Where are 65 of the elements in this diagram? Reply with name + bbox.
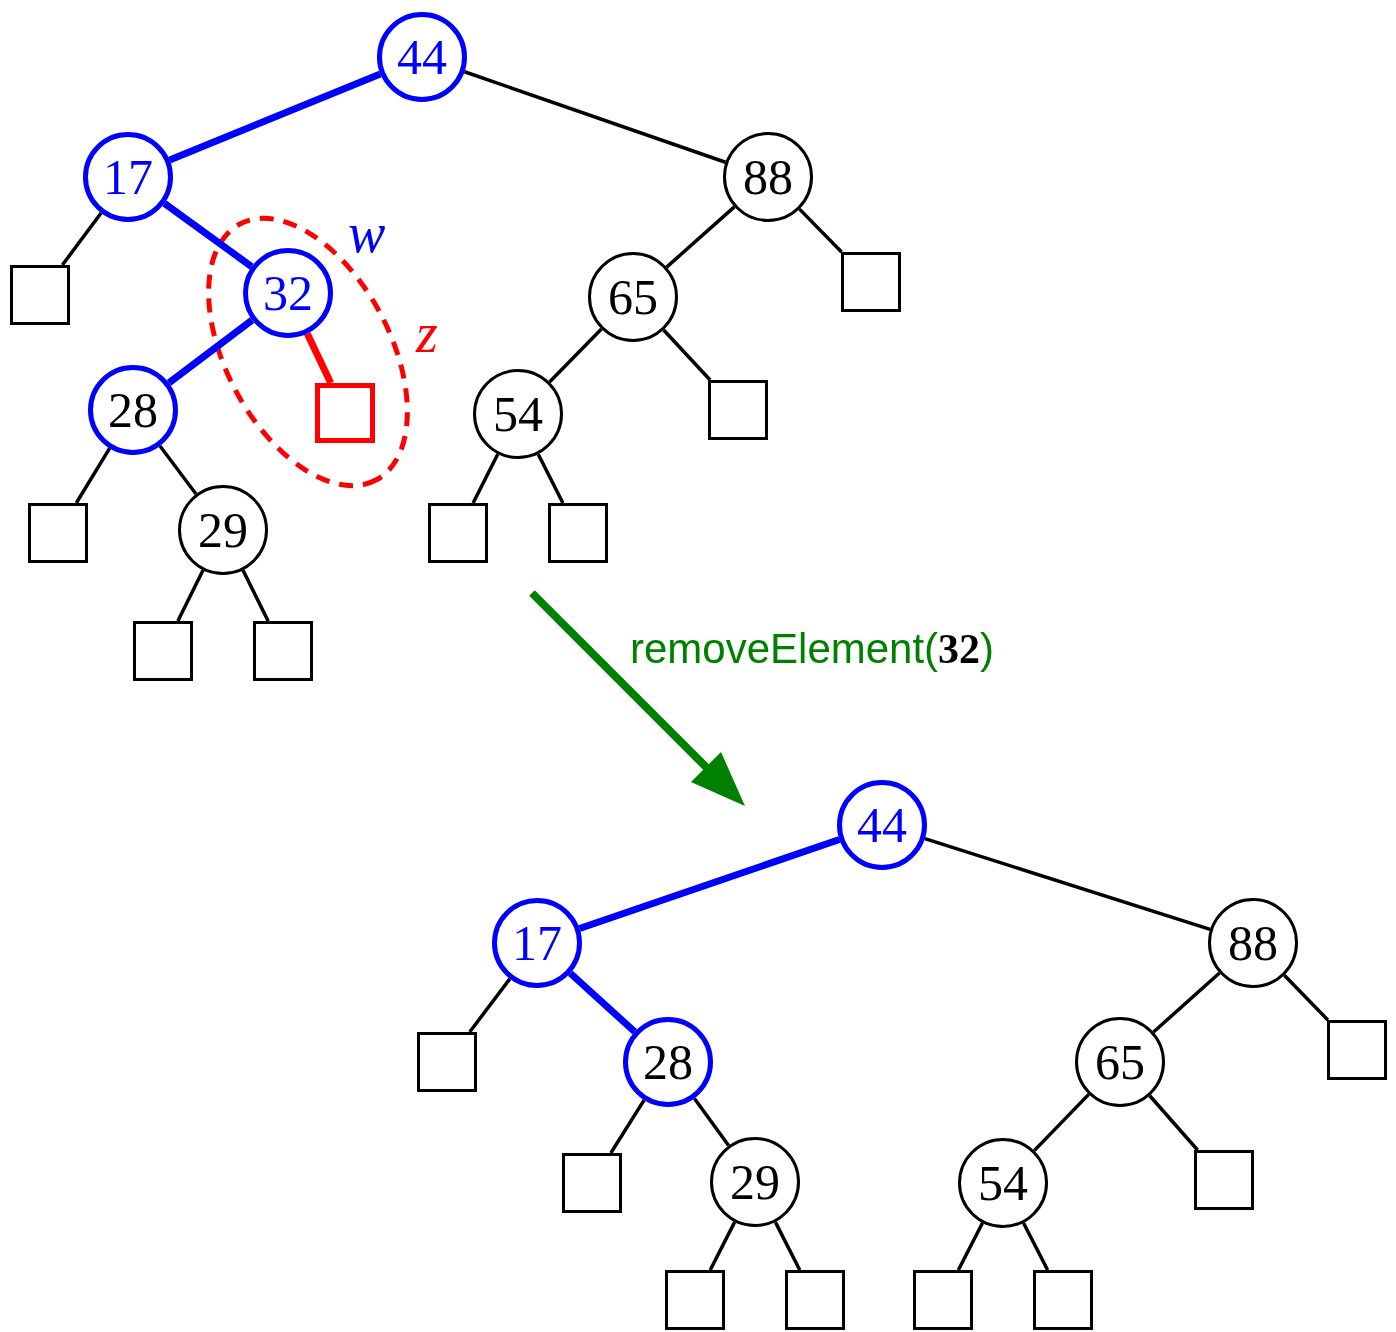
leaf-square xyxy=(315,383,375,443)
tree-edge xyxy=(567,970,638,1035)
tree-edge xyxy=(168,70,382,164)
tree-edge xyxy=(304,332,334,385)
tree-node: 29 xyxy=(178,485,268,575)
tree-edge xyxy=(74,447,112,504)
leaf-square xyxy=(708,380,768,440)
leaf-square xyxy=(1033,1270,1093,1330)
tree-edge xyxy=(468,977,512,1034)
tree-edge xyxy=(1152,971,1221,1034)
tree-node: 17 xyxy=(83,132,173,222)
tree-edge xyxy=(162,200,254,270)
tree-node: 32 xyxy=(243,248,333,338)
leaf-square xyxy=(562,1153,622,1213)
leaf-square xyxy=(1327,1020,1387,1080)
tree-edge xyxy=(609,1099,646,1154)
tree-node: 88 xyxy=(1208,898,1298,988)
tree-edge xyxy=(665,205,736,269)
tree-edge xyxy=(471,453,500,504)
tree-edge xyxy=(924,836,1211,932)
tree-edge xyxy=(1033,1093,1090,1152)
leaf-square xyxy=(841,252,901,312)
tree-edge xyxy=(773,1221,802,1271)
leaf-square xyxy=(1194,1150,1254,1210)
tree-node: 29 xyxy=(710,1137,800,1227)
tree-node: 28 xyxy=(623,1017,713,1107)
leaf-square xyxy=(913,1270,973,1330)
leaf-square xyxy=(253,621,313,681)
tree-node: 65 xyxy=(588,252,678,342)
tree-node: 88 xyxy=(723,132,813,222)
leaf-square xyxy=(548,503,608,563)
tree-edge xyxy=(241,569,270,622)
tree-edge xyxy=(536,453,565,504)
tree-edge xyxy=(798,207,843,254)
tree-edge xyxy=(60,212,103,267)
leaf-square xyxy=(133,621,193,681)
tree-edge xyxy=(1021,1222,1050,1271)
tree-edge xyxy=(578,836,841,932)
tree-edge xyxy=(548,327,603,384)
tree-edge xyxy=(1148,1094,1199,1152)
tree-node: 17 xyxy=(492,898,582,988)
leaf-square xyxy=(428,503,488,563)
tree-edge xyxy=(1283,974,1330,1022)
tree-node: 65 xyxy=(1075,1017,1165,1107)
leaf-square xyxy=(417,1032,477,1092)
leaf-square xyxy=(28,503,88,563)
tree-node: 44 xyxy=(837,780,927,870)
leaf-square xyxy=(665,1270,725,1330)
leaf-square xyxy=(785,1270,845,1330)
variable-label: w xyxy=(348,205,386,261)
leaf-square xyxy=(10,265,70,325)
operation-label: removeElement(32) xyxy=(630,628,995,670)
tree-edge xyxy=(166,317,255,386)
variable-label: z xyxy=(416,305,438,361)
tree-edge xyxy=(176,569,205,622)
tree-edge xyxy=(463,70,727,164)
tree-edge xyxy=(708,1221,737,1271)
tree-edge xyxy=(158,444,198,496)
tree-edge xyxy=(693,1097,730,1147)
tree-edge xyxy=(662,328,712,382)
tree-node: 28 xyxy=(88,365,178,455)
tree-edge xyxy=(956,1222,985,1271)
tree-node: 54 xyxy=(473,369,563,459)
tree-node: 44 xyxy=(377,12,467,102)
tree-node: 54 xyxy=(958,1138,1048,1228)
